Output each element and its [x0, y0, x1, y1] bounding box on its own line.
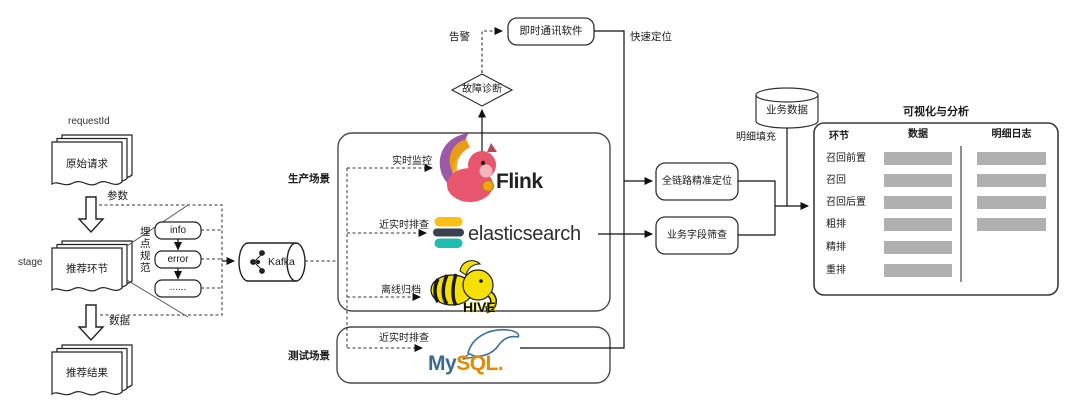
production-box — [337, 132, 611, 312]
data-bar-row-3 — [884, 218, 952, 231]
production-scene-label: 生产场景 — [288, 173, 330, 185]
business-data-label: 业务数据 — [766, 104, 808, 116]
row-label-0: 召回前置 — [826, 153, 866, 164]
mysql-label: MySQL. — [428, 352, 504, 376]
im-down-connector — [520, 30, 625, 349]
col-header-log: 明细日志 — [991, 129, 1032, 140]
row-label-1: 召回 — [826, 175, 846, 186]
kafka-icon — [250, 250, 265, 274]
im-software-label: 即时通讯软件 — [519, 25, 583, 37]
row-label-3: 粗排 — [826, 219, 846, 230]
data-bar-row-1 — [884, 174, 952, 187]
request-id-label: requestId — [68, 116, 110, 127]
original-request-label: 原始请求 — [66, 158, 108, 170]
mysql-my-text: My — [428, 352, 457, 375]
zoom-diagonal-bottom — [126, 279, 189, 318]
analysis-title: 可视化与分析 — [903, 106, 969, 118]
tracking-spec-label: 埋点规范 — [140, 226, 151, 274]
recommend-result-docs — [51, 344, 133, 396]
error-node-label: error — [167, 254, 189, 265]
params-arrow — [77, 196, 105, 234]
recommend-result-label: 推荐结果 — [66, 367, 108, 379]
info-node-label: info — [169, 225, 187, 236]
col-header-data: 数据 — [908, 129, 928, 140]
offline-archive-label: 离线归档 — [381, 285, 421, 296]
data-arrow — [77, 304, 105, 342]
data-bars — [884, 152, 952, 277]
fault-diagnosis-diamond — [450, 73, 514, 107]
alert-label: 告警 — [449, 31, 470, 43]
log-bar-row-1 — [977, 174, 1046, 187]
row-label-2: 召回后置 — [826, 197, 866, 208]
row-label-5: 重排 — [826, 265, 846, 276]
quick-locate-label: 快速定位 — [630, 31, 672, 43]
fault-diagnosis-label: 故障诊断 — [462, 84, 502, 95]
mysql-dot-text: . — [497, 352, 504, 375]
data-bar-row-0 — [884, 152, 952, 165]
more-node-label: ...... — [169, 282, 187, 293]
data-bar-row-4 — [884, 241, 952, 254]
log-level-nodes — [154, 221, 202, 298]
log-bar-row-3 — [977, 218, 1046, 231]
col-header-stage: 环节 — [829, 131, 849, 142]
realtime-monitor-label: 实时监控 — [392, 156, 432, 167]
recommend-stage-docs — [51, 240, 133, 292]
recommend-stage-label: 推荐环节 — [66, 263, 108, 275]
stage-label: stage — [18, 257, 43, 268]
merge-connector-top — [738, 180, 776, 206]
near-realtime-test-label: 近实时排查 — [379, 333, 429, 344]
merge-connector-bottom — [738, 206, 776, 236]
business-field-label: 业务字段筛查 — [667, 230, 727, 241]
full-link-label: 全链路精准定位 — [662, 176, 732, 187]
diagnosis-to-im-dashed — [481, 27, 503, 73]
params-label: 参数 — [107, 190, 128, 202]
original-request-docs — [51, 134, 133, 186]
log-bar-row-0 — [977, 152, 1046, 165]
log-bar-row-2 — [977, 196, 1046, 209]
elasticsearch-logo — [433, 217, 464, 248]
kafka-label: Kafka — [268, 256, 295, 268]
flink-logo — [439, 133, 497, 202]
data-bar-row-2 — [884, 196, 952, 209]
elasticsearch-label: elasticsearch — [468, 223, 581, 245]
mysql-sql-text: SQL — [456, 352, 498, 375]
log-bars — [977, 152, 1046, 231]
data-bar-row-5 — [884, 264, 952, 277]
row-label-4: 精排 — [826, 242, 846, 253]
flink-label: Flink — [496, 170, 543, 193]
business-data-cylinder — [755, 87, 819, 129]
tracking-spec-bracket — [99, 204, 223, 316]
detail-fill-label: 明细填充 — [736, 132, 776, 143]
level-connectors — [201, 229, 222, 289]
test-scene-label: 测试场景 — [288, 350, 330, 362]
hive-logo: HIVE — [430, 260, 497, 315]
mysql-dolphin-icon — [462, 328, 520, 360]
hive-label: HIVE — [463, 299, 496, 315]
data-label: 数据 — [109, 315, 130, 327]
kafka-queue — [238, 242, 306, 282]
near-realtime-prod-label: 近实时排查 — [379, 220, 429, 231]
